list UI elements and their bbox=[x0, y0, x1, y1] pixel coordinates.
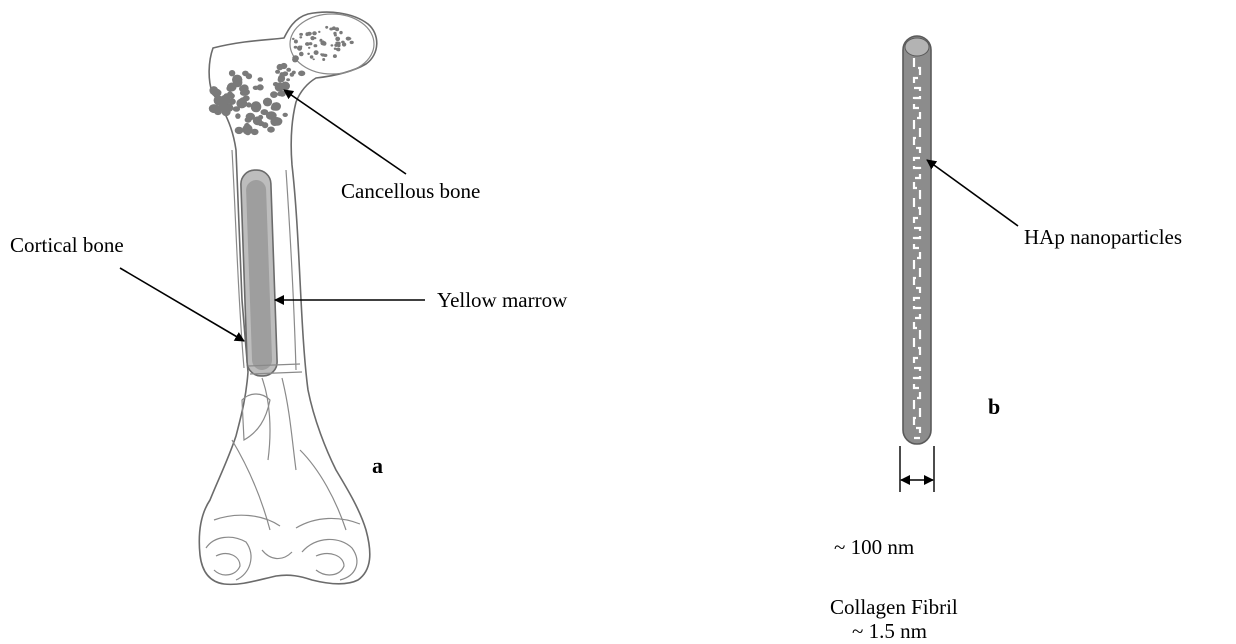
trabecula-dot bbox=[334, 44, 338, 47]
trabecula-dot bbox=[228, 93, 235, 99]
trabecula-dot bbox=[335, 37, 340, 42]
trabecula-dot bbox=[246, 73, 252, 79]
trabecula-dot bbox=[275, 70, 280, 74]
trabecula-dot bbox=[310, 55, 314, 58]
trabecula-dot bbox=[314, 44, 318, 47]
trabecula-dot bbox=[253, 104, 258, 108]
trabecula-dot bbox=[312, 31, 317, 35]
trabecula-dot bbox=[246, 102, 251, 107]
trabecula-dot bbox=[299, 33, 303, 36]
trabecula-dot bbox=[233, 106, 240, 112]
collagen-fibril-illustration bbox=[903, 36, 931, 444]
trabecula-dot bbox=[275, 82, 285, 91]
trabecula-dot bbox=[267, 127, 275, 133]
trabecula-dot bbox=[298, 71, 305, 77]
fibril-size-caption: ~ 1.5 nm bbox=[852, 619, 927, 643]
trabecula-dot bbox=[209, 104, 219, 113]
trabecula-dot bbox=[262, 122, 268, 128]
trabecula-dot bbox=[244, 123, 250, 129]
trabecula-dot bbox=[307, 53, 310, 55]
trabecula-dot bbox=[333, 32, 336, 35]
trabecula-dot bbox=[331, 44, 334, 46]
cortical-arrow bbox=[120, 268, 244, 341]
trabecula-dot bbox=[270, 91, 278, 98]
trabecula-dot bbox=[305, 42, 310, 46]
trabecula-dot bbox=[308, 47, 310, 49]
hap-arrow bbox=[927, 160, 1018, 226]
trabecula-dot bbox=[329, 28, 333, 31]
trabecula-dot bbox=[323, 54, 327, 57]
trabecula-dot bbox=[281, 63, 288, 69]
trabecula-dot bbox=[218, 103, 228, 111]
dimension-label: ~ 100 nm bbox=[834, 535, 914, 559]
trabecula-dot bbox=[322, 58, 325, 61]
trabecula-dot bbox=[239, 85, 248, 92]
trabecula-dot bbox=[228, 98, 235, 105]
trabecula-dot bbox=[320, 39, 323, 41]
trabecula-dot bbox=[339, 31, 342, 34]
trabecula-dot bbox=[333, 54, 337, 58]
femur-illustration bbox=[199, 12, 376, 584]
trabecula-dot bbox=[235, 113, 240, 119]
callout-cancellous-bone: Cancellous bone bbox=[284, 90, 480, 203]
fibril-caption: Collagen Fibril bbox=[830, 595, 958, 619]
trabecula-dot bbox=[348, 37, 351, 39]
trabecula-dot bbox=[286, 78, 290, 81]
trabecula-dot bbox=[258, 77, 264, 81]
trabecula-dot bbox=[292, 38, 295, 40]
trabecula-dot bbox=[245, 117, 252, 123]
trabecula-dot bbox=[279, 91, 286, 97]
trabecula-dot bbox=[258, 115, 263, 120]
trabecula-dot bbox=[271, 103, 279, 111]
trabecula-dot bbox=[307, 32, 312, 36]
trabecula-dot bbox=[292, 71, 296, 75]
trabecula-dot bbox=[209, 86, 218, 95]
trabecula-dot bbox=[313, 58, 315, 60]
callout-cortical-bone: Cortical bone bbox=[10, 233, 244, 341]
trabecula-dot bbox=[226, 86, 232, 92]
trabecula-dot bbox=[257, 84, 264, 90]
trabecula-dot bbox=[299, 52, 304, 57]
callout-yellow-marrow: Yellow marrow bbox=[275, 288, 568, 312]
fibril-end-cap bbox=[905, 38, 929, 56]
trabecula-dot bbox=[263, 98, 272, 107]
trabecula-dot bbox=[294, 56, 299, 61]
trabecula-dot bbox=[294, 46, 298, 49]
cancellous-bone-label: Cancellous bone bbox=[341, 179, 480, 203]
trabecula-dot bbox=[336, 48, 341, 51]
trabecula-dot bbox=[320, 53, 323, 55]
trabecula-dot bbox=[325, 26, 328, 29]
hap-nanoparticles-label: HAp nanoparticles bbox=[1024, 225, 1182, 249]
trabecula-dot bbox=[281, 77, 285, 81]
cancellous-arrow bbox=[284, 90, 406, 174]
panel-b-label: b bbox=[988, 394, 1000, 419]
trabecula-dot bbox=[299, 36, 302, 38]
cortical-bone-label: Cortical bone bbox=[10, 233, 124, 257]
trabecula-dot bbox=[294, 40, 298, 44]
trabecula-dot bbox=[297, 47, 302, 51]
trabecula-dot bbox=[283, 113, 288, 117]
yellow-marrow-label: Yellow marrow bbox=[437, 288, 568, 312]
trabecula-dot bbox=[282, 71, 288, 76]
trabecula-dot bbox=[318, 31, 320, 33]
trabecula-dot bbox=[310, 36, 314, 40]
trabecula-dot bbox=[335, 27, 339, 31]
trabecula-dot bbox=[314, 50, 319, 55]
trabecula-dot bbox=[342, 42, 346, 46]
trabecula-dot bbox=[350, 41, 354, 44]
trabecula-dot bbox=[261, 109, 269, 115]
fibril-dimension bbox=[900, 446, 934, 492]
trabecula-dot bbox=[286, 68, 291, 72]
trabecula-dot bbox=[235, 127, 244, 134]
panel-a-label: a bbox=[372, 453, 383, 478]
callout-hap-nanoparticles: HAp nanoparticles bbox=[927, 160, 1182, 249]
trabecula-dot bbox=[245, 131, 250, 135]
trabecula-dot bbox=[322, 41, 326, 46]
trabecula-dot bbox=[270, 117, 279, 126]
